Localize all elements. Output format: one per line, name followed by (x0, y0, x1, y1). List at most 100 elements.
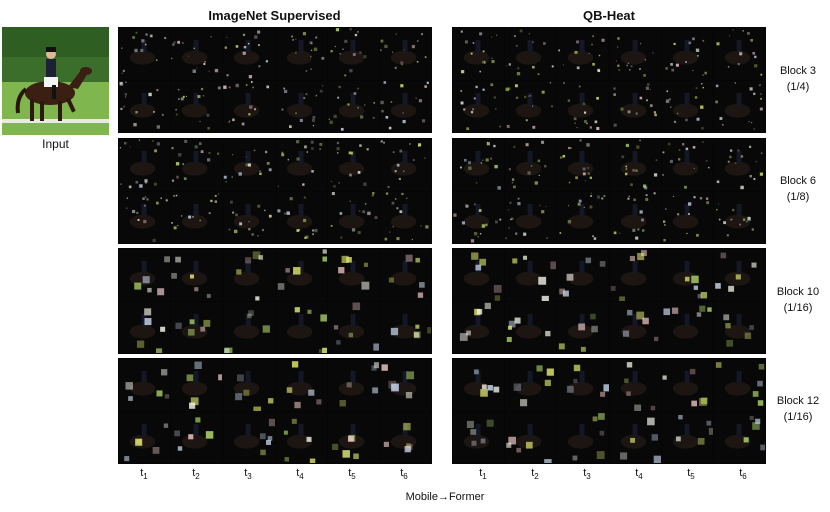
attention-map-thumbnail (661, 249, 713, 301)
attention-map-thumbnail (557, 80, 609, 132)
row-label-scale: (1/8) (786, 191, 810, 203)
attention-map-thumbnail (379, 301, 431, 353)
attention-map-thumbnail (171, 28, 223, 80)
panel-imagenet-block-3 (118, 27, 432, 133)
figure-caption: Mobile→Former (405, 491, 485, 503)
attention-map-thumbnail (505, 28, 557, 80)
attention-map-thumbnail (223, 139, 275, 191)
attention-map-thumbnail (223, 28, 275, 80)
attention-map-thumbnail (609, 80, 661, 132)
attention-map-thumbnail (119, 191, 171, 243)
token-label-right-t2: t2 (531, 467, 539, 482)
attention-map-thumbnail (223, 249, 275, 301)
attention-map-thumbnail (557, 249, 609, 301)
attention-map-thumbnail (453, 359, 505, 411)
attention-map-thumbnail (609, 411, 661, 463)
attention-map-thumbnail (119, 249, 171, 301)
column-title-imagenet-supervised: ImageNet Supervised (208, 8, 341, 23)
attention-map-thumbnail (171, 301, 223, 353)
attention-map-thumbnail (223, 411, 275, 463)
attention-map-thumbnail (275, 301, 327, 353)
attention-map-thumbnail (119, 359, 171, 411)
row-label-block-name: Block 10 (776, 286, 820, 298)
attention-map-thumbnail (327, 411, 379, 463)
attention-map-thumbnail (171, 191, 223, 243)
attention-map-thumbnail (223, 301, 275, 353)
panel-qbheat-block-3 (452, 27, 766, 133)
token-label-right-t3: t3 (583, 467, 591, 482)
attention-map-thumbnail (713, 80, 765, 132)
attention-map-thumbnail (119, 411, 171, 463)
attention-map-thumbnail (171, 359, 223, 411)
attention-map-thumbnail (661, 80, 713, 132)
token-label-right-t5: t5 (687, 467, 695, 482)
attention-map-thumbnail (661, 28, 713, 80)
attention-map-thumbnail (119, 80, 171, 132)
row-label-block-6: Block 6 (1/8) (768, 173, 828, 205)
input-image (2, 27, 109, 135)
panel-imagenet-block-10 (118, 248, 432, 354)
attention-map-thumbnail (505, 249, 557, 301)
attention-map-thumbnail (453, 80, 505, 132)
attention-map-thumbnail (119, 301, 171, 353)
attention-map-thumbnail (453, 249, 505, 301)
attention-map-thumbnail (713, 191, 765, 243)
row-label-block-name: Block 3 (779, 65, 817, 77)
row-label-block-10: Block 10 (1/16) (768, 284, 828, 316)
input-label: Input (42, 137, 69, 151)
attention-map-thumbnail (453, 28, 505, 80)
attention-map-thumbnail (661, 411, 713, 463)
attention-map-thumbnail (275, 28, 327, 80)
panel-qbheat-block-10 (452, 248, 766, 354)
token-label-left-t1: t1 (140, 467, 148, 482)
attention-map-thumbnail (609, 249, 661, 301)
attention-map-thumbnail (557, 359, 609, 411)
attention-map-thumbnail (609, 301, 661, 353)
token-label-right-t6: t6 (739, 467, 747, 482)
row-label-block-3: Block 3 (1/4) (768, 63, 828, 95)
row-label-scale: (1/16) (783, 411, 813, 423)
attention-map-thumbnail (557, 301, 609, 353)
attention-map-thumbnail (171, 139, 223, 191)
attention-map-thumbnail (171, 249, 223, 301)
token-label-left-t4: t4 (296, 467, 304, 482)
token-label-right-t1: t1 (479, 467, 487, 482)
attention-map-thumbnail (327, 191, 379, 243)
attention-map-thumbnail (275, 80, 327, 132)
attention-map-thumbnail (379, 249, 431, 301)
attention-map-thumbnail (609, 359, 661, 411)
panel-imagenet-block-12 (118, 358, 432, 464)
attention-map-thumbnail (557, 411, 609, 463)
attention-map-thumbnail (223, 359, 275, 411)
attention-map-thumbnail (557, 191, 609, 243)
panel-imagenet-block-6 (118, 138, 432, 244)
attention-map-thumbnail (327, 249, 379, 301)
attention-map-thumbnail (453, 411, 505, 463)
attention-map-thumbnail (275, 359, 327, 411)
attention-map-thumbnail (609, 28, 661, 80)
token-label-left-t5: t5 (348, 467, 356, 482)
attention-map-thumbnail (327, 139, 379, 191)
attention-map-thumbnail (661, 301, 713, 353)
attention-map-thumbnail (275, 411, 327, 463)
attention-map-thumbnail (505, 411, 557, 463)
attention-map-thumbnail (609, 191, 661, 243)
attention-map-thumbnail (713, 411, 765, 463)
attention-map-thumbnail (661, 359, 713, 411)
attention-map-thumbnail (275, 191, 327, 243)
attention-map-thumbnail (379, 191, 431, 243)
attention-map-thumbnail (379, 80, 431, 132)
attention-map-thumbnail (379, 411, 431, 463)
attention-map-thumbnail (119, 139, 171, 191)
attention-map-thumbnail (171, 80, 223, 132)
attention-map-thumbnail (557, 139, 609, 191)
attention-map-thumbnail (223, 80, 275, 132)
row-label-block-12: Block 12 (1/16) (768, 393, 828, 425)
row-label-scale: (1/16) (783, 302, 813, 314)
attention-map-thumbnail (275, 139, 327, 191)
column-title-qb-heat: QB-Heat (582, 8, 635, 23)
attention-map-thumbnail (557, 28, 609, 80)
attention-map-thumbnail (275, 249, 327, 301)
attention-map-thumbnail (453, 191, 505, 243)
attention-map-thumbnail (713, 28, 765, 80)
